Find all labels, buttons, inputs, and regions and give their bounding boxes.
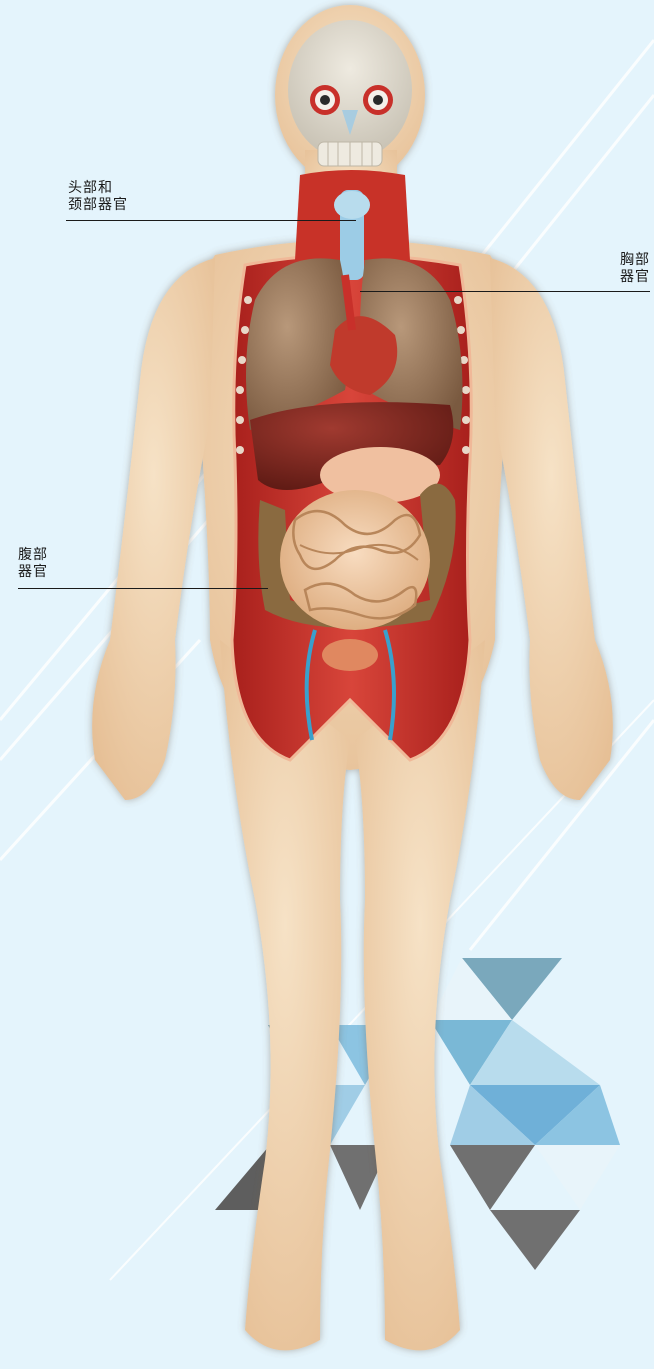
label-head-neck-organs: 头部和 颈部器官 [68,180,128,214]
label-abdominal-organs: 腹部 器官 [18,547,48,581]
label-head-neck-line2: 颈部器官 [68,197,128,214]
leader-line-thorax [360,291,650,292]
small-intestine [280,490,430,630]
label-abdominal-line2: 器官 [18,564,48,581]
label-head-neck-line1: 头部和 [68,180,128,197]
label-abdominal-line1: 腹部 [18,547,48,564]
label-thoracic-line1: 胸部 [620,252,650,269]
leader-line-abdomen [18,588,268,589]
label-thoracic-line2: 器官 [620,269,650,286]
leader-line-head-neck [66,220,356,221]
label-thoracic-organs: 胸部 器官 [620,252,650,286]
bladder [322,639,378,671]
